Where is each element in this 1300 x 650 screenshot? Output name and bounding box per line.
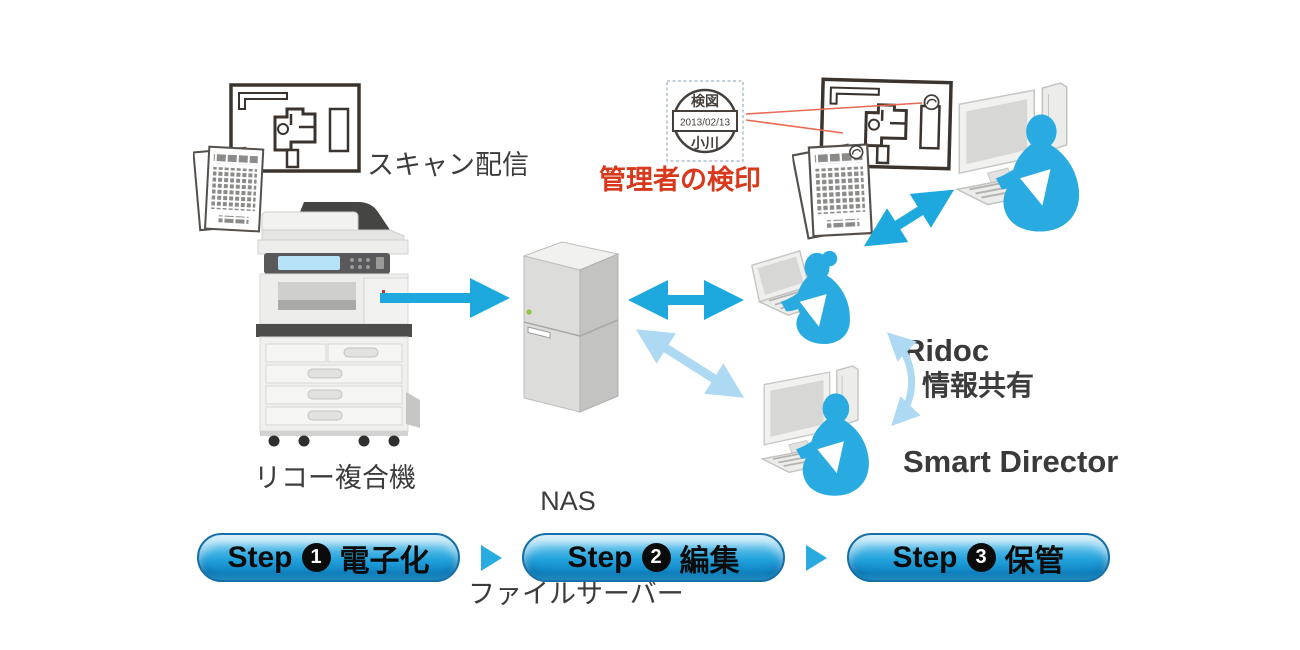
product-name-label: Ridoc Smart Director — [903, 258, 1118, 554]
step-2-number-badge: 2 — [641, 543, 671, 572]
product-name-line2: Smart Director — [903, 444, 1119, 479]
step-arrow-icon-1 — [480, 544, 502, 571]
step-2-label: 編集 — [679, 544, 740, 578]
stamp-date: 2013/02/13 — [680, 118, 730, 129]
nas-label-line1: NAS — [540, 486, 596, 516]
step-3-prefix: Step — [892, 540, 958, 574]
desktop-user-bottom-icon — [750, 365, 874, 498]
step-2-button[interactable]: Step 2 編集 — [522, 533, 785, 582]
step-2-prefix: Step — [567, 540, 633, 574]
step-3-label: 保管 — [1004, 544, 1065, 578]
steps-row: Step 1 電子化 Step 2 編集 Step 3 保管 — [197, 533, 1110, 582]
desktop-user-top-icon — [943, 82, 1085, 234]
scan-delivery-label: スキャン配信 — [367, 150, 529, 180]
arrow-nas-desktop-bottom — [635, 329, 745, 398]
step-3-button[interactable]: Step 3 保管 — [847, 533, 1110, 582]
stamp-title: 検図 — [691, 93, 719, 109]
step-arrow-icon-2 — [805, 544, 827, 571]
stamped-documents-icon — [791, 136, 880, 250]
step-1-button[interactable]: Step 1 電子化 — [197, 533, 460, 582]
step-3-number-badge: 3 — [966, 543, 996, 572]
info-share-label: 情報共有 — [922, 370, 1035, 401]
nas-server-icon — [522, 241, 620, 413]
step-1-label: 電子化 — [339, 544, 430, 578]
copier-illustration — [256, 202, 420, 447]
step-1-prefix: Step — [227, 540, 293, 574]
admin-seal-label: 管理者の検印 — [599, 165, 761, 195]
nas-label: NAS ファイルサーバー — [468, 424, 684, 650]
step-1-number-badge: 1 — [301, 543, 331, 572]
nas-label-line2: ファイルサーバー — [468, 579, 684, 609]
laptop-user-icon — [746, 246, 866, 347]
approval-stamp-icon: 検図 2013/02/13 小川 — [666, 80, 744, 162]
stamp-name: 小川 — [691, 135, 719, 151]
arrow-laptop-desktop-top — [863, 189, 955, 247]
copier-label: リコー複合機 — [254, 463, 416, 493]
